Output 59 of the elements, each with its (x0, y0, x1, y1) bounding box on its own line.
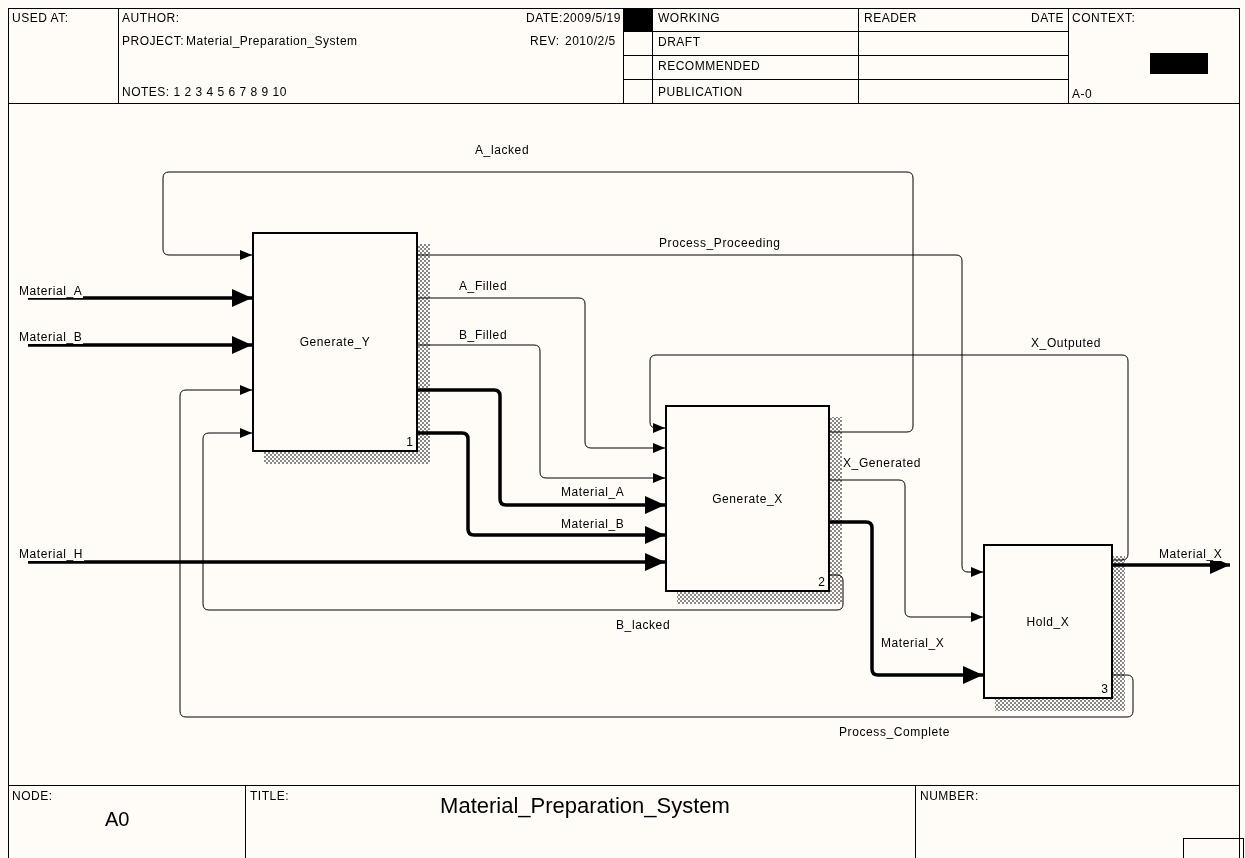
title-block-text: NODE: (12, 789, 53, 803)
activity-name: Generate_X (712, 491, 783, 506)
edge-label: B_Filled (458, 328, 509, 342)
activity-name: Generate_Y (299, 335, 371, 349)
edge-label: Material_B (560, 517, 626, 531)
title-block-text: A0 (105, 808, 130, 830)
title-block-text: CONTEXT: (1072, 11, 1136, 25)
edge-label: X_Outputed (1030, 336, 1103, 350)
edge-label: Material_B (18, 330, 84, 344)
activity-number: 2 (818, 575, 825, 589)
title-block-text: REV: (530, 34, 560, 48)
arrow (417, 254, 984, 577)
activity-number: 3 (1101, 682, 1108, 696)
arrow (162, 171, 914, 433)
title-block-text: WORKING (658, 11, 721, 25)
arrow (179, 385, 1134, 718)
title-block-text: AUTHOR: (122, 11, 180, 25)
arrow (28, 553, 665, 571)
diagram-title: Material_Preparation_System (439, 793, 731, 819)
edge-label: B_lacked (615, 618, 672, 632)
edge-label: Material_X (1158, 547, 1224, 561)
title-block-text: NUMBER: (920, 789, 979, 803)
activity-number: 1 (406, 435, 413, 449)
title-block-text: PUBLICATION (658, 85, 743, 99)
activity-box (665, 405, 830, 592)
edge-label: Material_H (18, 547, 85, 561)
activity-name: Hold_X (1026, 614, 1070, 629)
title-block-text: USED AT: (12, 11, 69, 25)
edge-label: Material_A (18, 284, 84, 298)
edge-label: Process_Proceeding (658, 236, 782, 250)
arrow (649, 354, 1129, 561)
arrow (830, 520, 983, 684)
title-block-text: DRAFT (658, 35, 701, 49)
arrow (202, 428, 844, 611)
edge-label: Material_A (560, 485, 626, 499)
activity-box (983, 544, 1113, 699)
title-block-text: 2010/2/5 (565, 34, 616, 48)
edge-label: Material_X (880, 636, 946, 650)
arrow (418, 388, 665, 514)
arrow (829, 479, 984, 622)
arrow (28, 289, 252, 307)
arrow (417, 297, 666, 453)
title-block-text: NOTES: 1 2 3 4 5 6 7 8 9 10 (122, 85, 287, 99)
arrow (28, 336, 252, 354)
title-block-text: DATE (1031, 11, 1065, 25)
title-block-text: TITLE: (250, 789, 289, 803)
title-block-text: READER (864, 11, 917, 25)
title-block-text: Material_Preparation_System (186, 34, 358, 48)
title-block-text: RECOMMENDED (658, 59, 761, 73)
edge-label: A_lacked (474, 143, 531, 157)
edge-label: X_Generated (842, 456, 922, 470)
activity-box (252, 232, 418, 452)
arrow (418, 431, 665, 544)
edge-label: A_Filled (458, 279, 509, 293)
edge-label: Process_Complete (838, 725, 951, 739)
title-block-text: PROJECT: (122, 34, 184, 48)
arrow (417, 344, 666, 483)
title-block-text: A-0 (1072, 87, 1093, 101)
title-block-text: DATE:2009/5/19 (526, 11, 621, 25)
